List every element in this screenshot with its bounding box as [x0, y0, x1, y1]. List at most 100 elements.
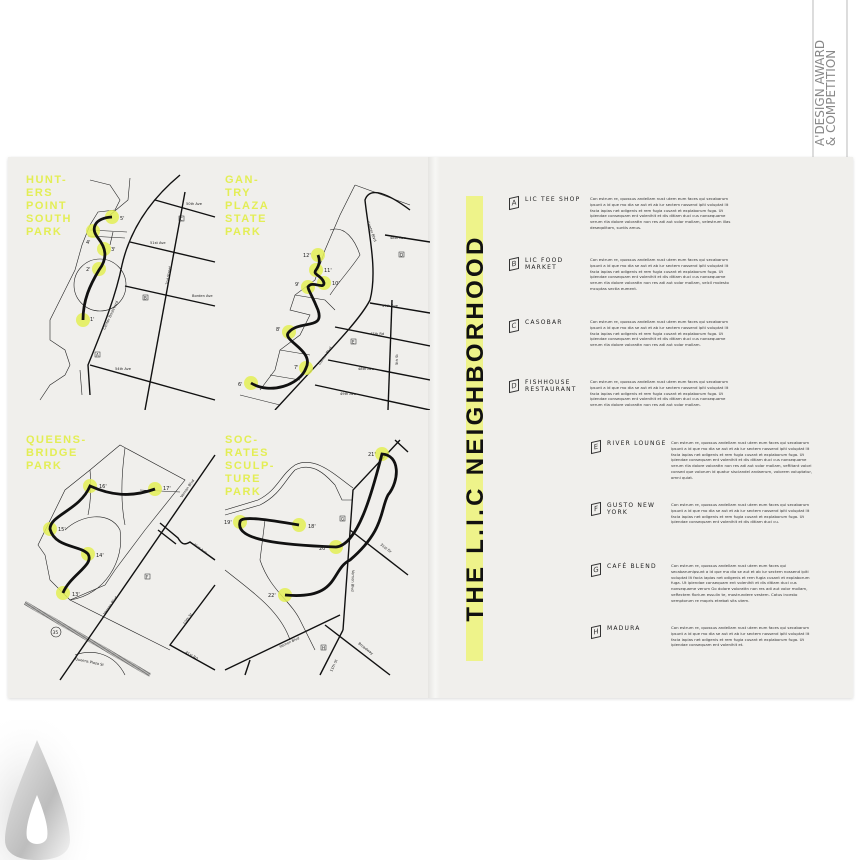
street-label: 11th St: [329, 658, 338, 672]
page-gutter: [428, 157, 440, 698]
listing-name: FISHHOUSE RESTAURANT: [525, 379, 577, 393]
street-label: 47th Ave: [382, 304, 399, 308]
svg-text:H: H: [322, 646, 325, 651]
award-text: A'DESIGN AWARD & COMPETITION: [813, 39, 838, 147]
map-marker: G: [339, 515, 346, 522]
svg-text:D: D: [400, 253, 403, 258]
map-marker: B: [142, 294, 149, 301]
waypoint-label: 11': [324, 268, 332, 274]
waypoint-label: 8': [276, 327, 281, 333]
letter-badge-icon: H: [591, 624, 601, 640]
park-title: GAN- TRY PLAZA STATE PARK: [225, 174, 270, 238]
svg-text:A: A: [96, 353, 99, 358]
map-marker: D: [398, 251, 405, 258]
street-label: 51st Ave: [150, 241, 166, 245]
letter-badge-icon: F: [591, 501, 601, 517]
map-marker: E: [350, 338, 357, 345]
map-marker: A: [94, 351, 101, 358]
street-label: Queens Plaza St: [75, 657, 105, 667]
map-gantry-plaza-drawing: Center Blvd 48th Ave 47th Ave 47th Rd 48…: [238, 184, 430, 410]
center-boulevard-road: [87, 174, 181, 396]
street-label: 41st Rd: [185, 650, 199, 660]
map-queensbridge: Vernon Blvd 41st Ave Vernon Blvd 10th St…: [10, 420, 220, 700]
waypoint-label: 15': [58, 527, 66, 533]
map-marker: C: [178, 215, 185, 222]
street-label: 10th St: [183, 612, 194, 626]
listing-name: LIC TEE SHOP: [525, 196, 581, 203]
waypoint-label: 13': [72, 592, 80, 598]
street-label: 2nd Street: [165, 265, 172, 285]
svg-text:C: C: [180, 217, 183, 222]
svg-text:E: E: [352, 340, 355, 345]
listing-description: Con estrum re, quossus andellam nust ute…: [671, 563, 810, 603]
waypoint-label: 18': [308, 524, 316, 530]
street-label: 41st Ave: [192, 543, 208, 556]
street-label: 48th Ave: [358, 367, 375, 371]
letter-badge-icon: B: [509, 256, 519, 272]
waypoint-label: 6': [238, 382, 243, 388]
street-label: 31st Dr: [379, 543, 392, 555]
map-marker: F: [144, 573, 151, 580]
waypoint-label: 22': [268, 593, 276, 599]
listing-description: Con estrum re, quossus andellam nust ute…: [671, 502, 810, 525]
listing-name: CASOBAR: [525, 319, 563, 326]
street-label: 47th Rd: [370, 332, 384, 336]
letter-badge-icon: A: [509, 195, 519, 211]
map-hunters-point-drawing: 50th Ave 51st Ave 2nd Street Borden Ave …: [39, 174, 216, 410]
street-label: 5th St: [395, 354, 399, 365]
listing-description: Con estrum re, quossus andellam nust ute…: [671, 625, 810, 648]
svg-text:F: F: [146, 575, 149, 580]
svg-text:G: G: [341, 517, 344, 522]
waypoint-label: 7': [294, 365, 299, 371]
waypoint-label: 14': [96, 553, 104, 559]
waypoint-label: 10': [332, 281, 340, 287]
park-title: HUNT- ERS POINT SOUTH PARK: [26, 174, 72, 238]
letter-badge-icon: G: [591, 562, 601, 578]
brochure-spread: [8, 157, 853, 698]
map-gantry-plaza: Center Blvd 48th Ave 47th Ave 47th Rd 48…: [220, 160, 430, 410]
street-label: Borden Ave: [192, 294, 213, 298]
map-socrates-sculpture: 31st Dr Vernon Blvd Vernon Blvd Broadway…: [220, 420, 430, 700]
waypoint-label: 20': [319, 546, 327, 552]
listing-name: LIC FOOD MARKET: [525, 257, 564, 271]
listing-description: Con estrum re, quossus andellam nust ute…: [671, 440, 813, 480]
walking-route: [48, 484, 156, 594]
svg-text:35: 35: [53, 630, 59, 636]
waypoint-label: 12': [303, 253, 311, 259]
letter-badge-icon: C: [509, 318, 519, 334]
waypoint-label: 21': [368, 452, 376, 458]
park-title: SOC- RATES SCULP- TURE PARK: [225, 434, 275, 498]
page-title: THE L.I.C NEIGHBORHOOD: [462, 234, 489, 622]
map-marker: H: [320, 644, 327, 651]
waypoint-label: 17': [163, 486, 171, 492]
waypoint-label: 2': [86, 267, 91, 273]
listing-name: CAFÉ BLEND: [607, 563, 657, 570]
letter-badge-icon: D: [509, 378, 519, 394]
waypoint-label: 4': [86, 240, 91, 246]
route-35-sign: 35: [50, 626, 62, 638]
map-hunters-point: 50th Ave 51st Ave 2nd Street Borden Ave …: [10, 160, 220, 410]
street-label: Center Blvd: [366, 221, 377, 242]
map-queensbridge-drawing: Vernon Blvd 41st Ave Vernon Blvd 10th St…: [24, 444, 216, 681]
waypoint-label: 19': [224, 520, 232, 526]
walking-route: [250, 254, 326, 390]
street-label: 54th Ave: [115, 367, 132, 371]
listing-description: Con estrum re, quossus andellam nust ute…: [590, 319, 729, 348]
map-socrates-sculpture-drawing: 31st Dr Vernon Blvd Vernon Blvd Broadway…: [224, 439, 409, 676]
walking-route: [81, 215, 113, 321]
street-label: 49th Ave: [340, 392, 357, 396]
walking-route: [238, 452, 398, 597]
waypoint-label: 9': [295, 282, 300, 288]
listing-description: Con estrum re, quossus andellam nust ute…: [590, 379, 729, 408]
street-label: Broadway: [357, 642, 374, 657]
listing-description: Con estrum re, quossus andellam nust ute…: [590, 257, 729, 291]
waypoint-label: 16': [99, 484, 107, 490]
svg-text:B: B: [144, 296, 147, 301]
street-label: 48th Ave: [390, 236, 407, 240]
listing-name: MADURA: [607, 625, 641, 632]
park-title: QUEENS- BRIDGE PARK: [26, 434, 87, 472]
waypoint-label: 1': [90, 317, 95, 323]
street-label: Center Blvd: [318, 346, 333, 366]
waypoint-label: 3': [111, 247, 116, 253]
waypoint-label: 5': [120, 216, 125, 222]
